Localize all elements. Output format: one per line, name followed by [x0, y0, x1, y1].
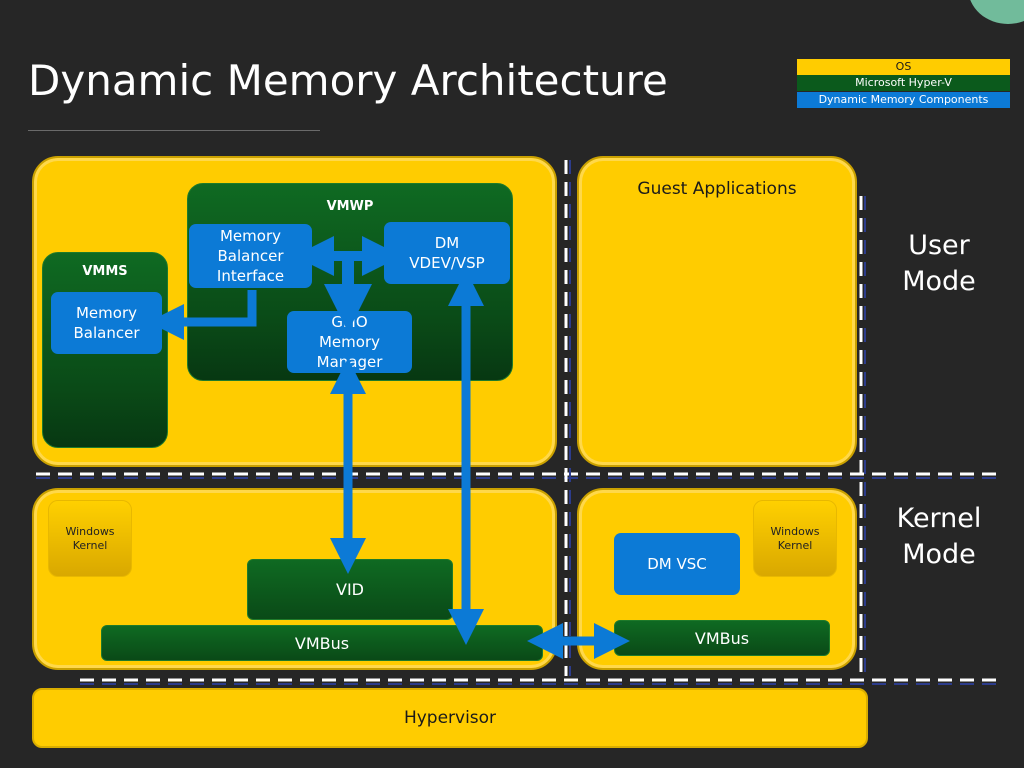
guest-user-mode-panel — [577, 156, 857, 467]
memory-balancer-interface-box: Memory Balancer Interface — [189, 224, 312, 288]
legend-hyperv: Microsoft Hyper-V — [797, 75, 1010, 91]
dm-vsc-box: DM VSC — [614, 533, 740, 595]
vmms-label: VMMS — [82, 264, 128, 279]
arrows — [148, 236, 630, 659]
guest-vmbus-bar: VMBus — [614, 620, 830, 656]
guest-applications-label: Guest Applications — [637, 179, 797, 199]
parent-vmbus-bar: VMBus — [101, 625, 543, 661]
dm-vdev-vsp-box: DM VDEV/VSP — [384, 222, 510, 284]
hypervisor-label: Hypervisor — [403, 708, 497, 728]
memory-balancer-box: Memory Balancer — [51, 292, 162, 354]
kernel-mode-label: Kernel Mode — [880, 501, 998, 573]
legend-os: OS — [797, 59, 1010, 75]
legend-dm-components: Dynamic Memory Components — [797, 92, 1010, 108]
guest-windows-kernel-box: Windows Kernel — [753, 500, 837, 577]
user-mode-label: User Mode — [880, 228, 998, 300]
hypervisor-bar: Hypervisor — [32, 688, 868, 748]
mode-boundary-lines — [36, 160, 1004, 685]
title-divider — [28, 130, 320, 131]
kernel-mode-text: Kernel Mode — [896, 503, 982, 570]
arrow-mbi-to-balancer — [148, 290, 257, 340]
page-title: Dynamic Memory Architecture — [28, 56, 668, 105]
vmwp-label: VMWP — [326, 199, 374, 214]
parent-windows-kernel-box: Windows Kernel — [48, 500, 132, 577]
user-mode-text: User Mode — [902, 230, 976, 297]
